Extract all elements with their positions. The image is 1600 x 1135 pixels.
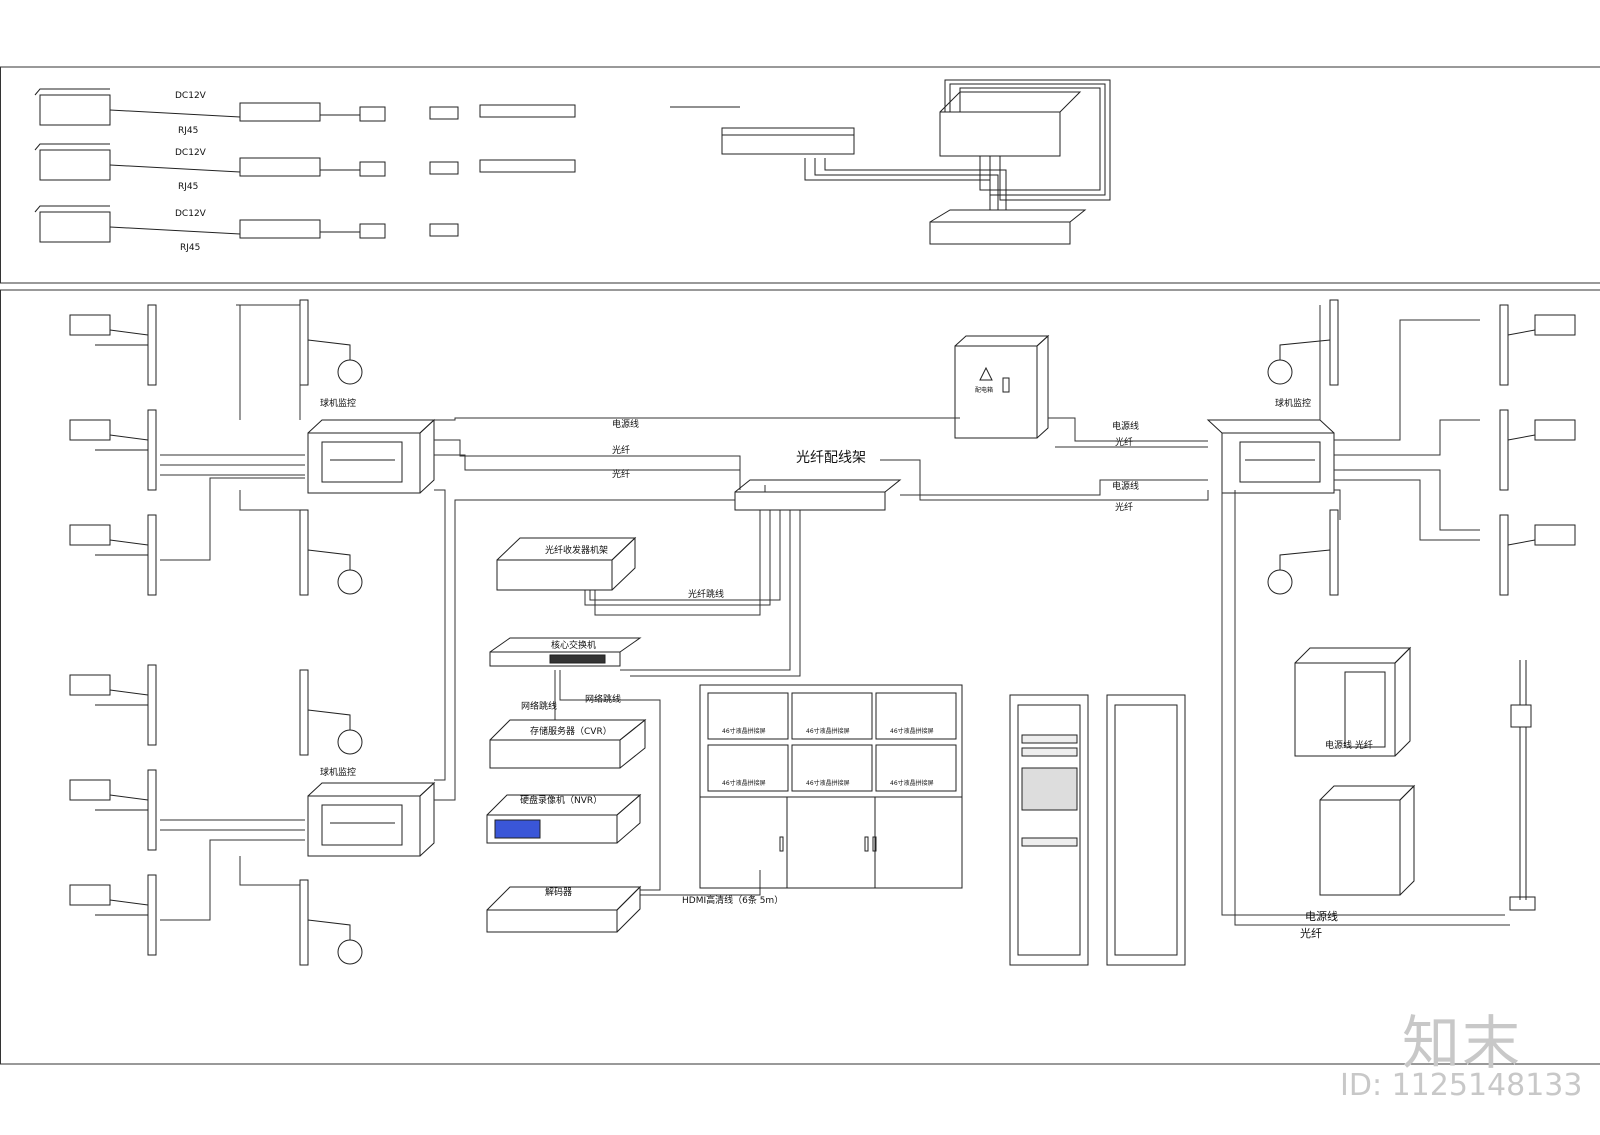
cabinet-label: 配电箱 — [975, 386, 993, 394]
power-line-label-left: 电源线 — [612, 418, 639, 430]
video-wall-screen-label-2: 46寸液晶拼接屏 — [806, 727, 850, 735]
wall-camera-left-6 — [70, 875, 156, 955]
video-wall-screen-label-3: 46寸液晶拼接屏 — [890, 727, 934, 735]
dome-camera-4 — [300, 880, 362, 965]
rj45-label-1: RJ45 — [178, 126, 198, 136]
wall-camera-left-4 — [70, 665, 156, 745]
top-transceiver-3 — [430, 224, 458, 236]
video-wall-screen-label-4: 46寸液晶拼接屏 — [722, 779, 766, 787]
field-cabinet-left-top — [308, 420, 434, 493]
wall-camera-left-2 — [70, 410, 156, 490]
fiber-label-left-2: 光纤 — [612, 468, 630, 480]
dome-label-left-2: 球机监控 — [320, 766, 356, 778]
fiber-frame-title: 光纤配线架 — [796, 450, 866, 466]
top-camera-row — [35, 89, 575, 242]
dome-label-right: 球机监控 — [1275, 397, 1311, 409]
top-converter-2 — [360, 162, 385, 176]
field-cabinet-left-bottom — [308, 783, 434, 856]
top-converter-3 — [360, 224, 385, 238]
video-wall-screen-label-1: 46寸液晶拼接屏 — [722, 727, 766, 735]
top-switch-3 — [240, 220, 320, 238]
dome-label-left-1: 球机监控 — [320, 397, 356, 409]
storage-server-label: 存储服务器（CVR） — [530, 725, 612, 737]
wall-camera-left-3 — [70, 515, 156, 595]
top-rack-2 — [480, 160, 575, 172]
field-cabinet-right — [1208, 420, 1334, 493]
wall-camera-left-5 — [70, 770, 156, 850]
video-wall-screen-label-5: 46寸液晶拼接屏 — [806, 779, 850, 787]
top-cam-3 — [35, 206, 458, 242]
server-rack-right — [1107, 695, 1185, 965]
dome-camera-3 — [300, 670, 362, 755]
network-jumper-label-2: 网络跳线 — [585, 693, 621, 705]
decoder-label: 解码器 — [545, 886, 572, 898]
top-switch-2 — [240, 158, 320, 176]
dome-camera-5 — [1268, 300, 1338, 385]
fiber-label-left-1: 光纤 — [612, 444, 630, 456]
dome-camera-group — [300, 300, 1338, 965]
top-rack-1 — [480, 105, 575, 117]
pole-box-label: 电源线 光纤 — [1325, 739, 1373, 751]
rj45-label-2: RJ45 — [178, 182, 198, 192]
dome-camera-2 — [300, 510, 362, 595]
outdoor-cabinet-top — [1295, 648, 1410, 756]
dc12v-label-3: DC12V — [175, 209, 207, 219]
server-rack-left — [1010, 695, 1088, 965]
rj45-label-3: RJ45 — [180, 243, 200, 253]
dome-camera-6 — [1268, 510, 1338, 595]
top-switch-1 — [240, 103, 320, 121]
top-right-patch-assembly — [670, 80, 1110, 244]
wall-camera-right-3 — [1500, 515, 1575, 595]
power-distribution-box — [955, 336, 1048, 438]
watermark-id: ID: 1125148133 — [1340, 1068, 1582, 1103]
wall-camera-right-1 — [1500, 305, 1575, 385]
fiber-label-right-2: 光纤 — [1115, 501, 1133, 513]
nvr-label: 硬盘录像机（NVR） — [520, 794, 602, 806]
bottom-power-label: 电源线 — [1305, 909, 1338, 923]
power-line-label-right-2: 电源线 — [1112, 480, 1139, 492]
camera-pole — [1510, 660, 1535, 910]
wall-camera-left-1 — [70, 305, 156, 385]
top-cam-2 — [35, 144, 575, 180]
power-line-label-right: 电源线 — [1112, 420, 1139, 432]
video-wall-screen-label-6: 46寸液晶拼接屏 — [890, 779, 934, 787]
top-converter-1 — [360, 107, 385, 121]
core-switch-label: 核心交换机 — [551, 639, 596, 651]
bottom-fiber-label: 光纤 — [1300, 926, 1322, 940]
top-transceiver-1 — [430, 107, 458, 119]
top-cam-1 — [35, 89, 575, 125]
wall-camera-right-2 — [1500, 410, 1575, 490]
video-wall-labels: 46寸液晶拼接屏 46寸液晶拼接屏 46寸液晶拼接屏 46寸液晶拼接屏 46寸液晶拼接屏… — [722, 727, 934, 787]
top-transceiver-2 — [430, 162, 458, 174]
network-jumper-label-1: 网络跳线 — [521, 700, 557, 712]
dc12v-label-2: DC12V — [175, 148, 207, 158]
fiber-jumper-label: 光纤跳线 — [688, 588, 724, 600]
dc12v-label-1: DC12V — [175, 91, 207, 101]
dome-camera-1 — [300, 300, 362, 385]
fiber-transceiver-rack-label: 光纤收发器机架 — [545, 544, 608, 556]
fiber-patch-frame — [735, 480, 900, 510]
hdmi-line-label: HDMI高清线（6条 5m） — [682, 894, 783, 906]
fiber-label-right: 光纤 — [1115, 436, 1133, 448]
outdoor-cabinet-bottom — [1320, 786, 1414, 895]
